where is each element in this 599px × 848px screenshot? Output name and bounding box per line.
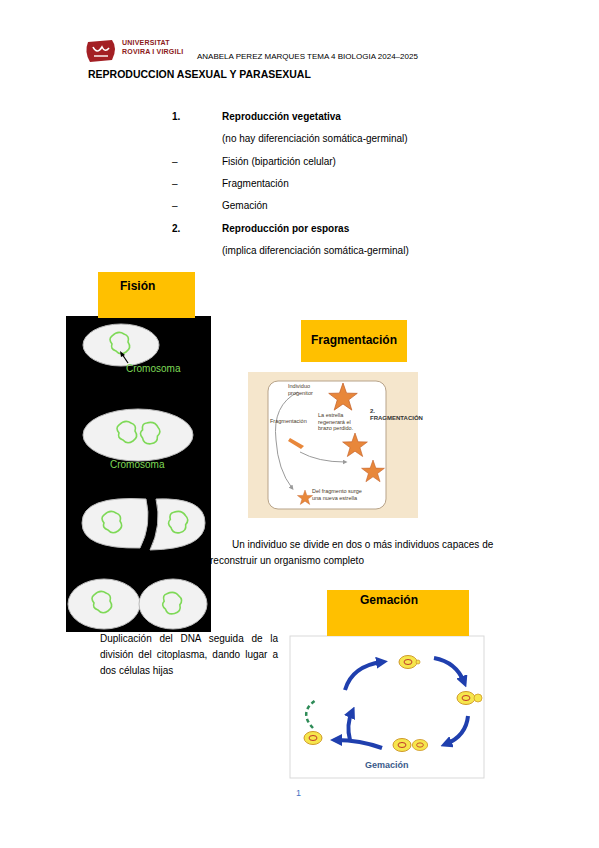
cell — [83, 324, 159, 366]
figure-label: Cromosoma — [110, 458, 190, 471]
figure-label: Del fragmento surge una nueva estrella — [312, 488, 372, 501]
logo-emblem — [86, 40, 115, 62]
fragmentation-illustration — [248, 372, 418, 518]
logo-text: ROVIRA I VIRGILI — [122, 48, 202, 56]
starfish — [329, 383, 358, 410]
logo-text: UNIVERSITAT — [122, 39, 202, 47]
list-number: 1. — [172, 110, 202, 123]
list-item: Gemación — [222, 199, 472, 212]
image-frame — [290, 636, 484, 778]
cell — [83, 409, 193, 461]
section-tab: Fragmentación — [301, 320, 407, 362]
yeast-cell — [457, 692, 475, 705]
page-title: REPRODUCCION ASEXUAL Y PARASEXUAL — [88, 68, 311, 80]
image-frame — [268, 381, 386, 509]
chromosome — [110, 332, 130, 353]
dashed-arrow — [306, 700, 316, 728]
starfish — [362, 460, 385, 482]
cycle-arrow — [345, 662, 382, 690]
chromosome — [117, 421, 137, 442]
yeast-cell — [412, 739, 427, 750]
cycle-arrow — [348, 712, 352, 740]
tab-heading: Fisión — [120, 278, 195, 294]
chromosome — [92, 591, 112, 612]
list-dash: – — [172, 199, 192, 212]
daughter-cell — [139, 579, 207, 629]
bud — [474, 694, 482, 702]
list-number: 2. — [172, 222, 202, 235]
process-arrow — [300, 452, 345, 462]
yeast-cell — [399, 656, 417, 669]
yeast-cell — [304, 732, 322, 745]
list-note: (no hay diferenciación somática-germinal… — [222, 132, 522, 145]
figure-label: Fragmentación — [270, 418, 310, 425]
chromosome — [159, 590, 185, 617]
dividing-cell — [150, 499, 205, 550]
cycle-arrow — [434, 658, 464, 682]
starfish — [343, 433, 368, 457]
chromosome — [136, 419, 164, 447]
section-tab: Gemación — [327, 590, 469, 636]
figure-label: Cromosoma — [126, 362, 206, 375]
logo-mark — [93, 47, 109, 51]
page-header: ANABELA PEREZ MARQUES TEMA 4 BIOLOGIA 20… — [197, 52, 497, 62]
cycle-arrow — [446, 716, 468, 744]
list-note: (implica diferenciación somática-germina… — [222, 244, 522, 257]
logo-mark — [94, 55, 108, 56]
list-item: Fisión (bipartición celular) — [222, 155, 472, 168]
list-heading: Reproducción por esporas — [222, 222, 472, 235]
page-number: 1 — [296, 787, 316, 800]
starfish-arm — [288, 438, 304, 449]
figure-label: 2. FRAGMENTACIÓN — [370, 408, 416, 422]
tab-heading: Gemación — [360, 592, 469, 608]
starfish — [297, 490, 312, 504]
chromosome — [102, 511, 122, 532]
list-dash: – — [172, 177, 192, 190]
figure-label: Gemación — [365, 759, 435, 772]
fission-illustration — [66, 316, 211, 632]
process-arrow — [275, 392, 298, 488]
tab-heading: Fragmentación — [301, 332, 407, 348]
description-text: Duplicación del DNA seguida de la divisi… — [100, 631, 278, 679]
image-background — [248, 372, 418, 518]
list-heading: Reproducción vegetativa — [222, 110, 472, 123]
list-item: Fragmentación — [222, 177, 472, 190]
yeast-cell — [393, 739, 411, 752]
cycle-arrow — [336, 740, 382, 748]
chromosome — [164, 508, 191, 536]
university-logo — [86, 40, 115, 62]
budding-illustration — [290, 636, 484, 778]
figure-label: La estrella regenerará el brazo perdido. — [318, 412, 362, 432]
pointer-head — [120, 351, 125, 357]
figure-label: Individuo progenitor — [288, 383, 330, 396]
section-tab: Fisión — [98, 272, 195, 318]
dividing-cell — [82, 499, 148, 549]
black-panel — [66, 316, 211, 632]
list-dash: – — [172, 155, 192, 168]
bud — [416, 660, 420, 664]
daughter-cell — [68, 579, 140, 629]
description-text: Un individuo se divide en dos o más indi… — [210, 537, 510, 569]
